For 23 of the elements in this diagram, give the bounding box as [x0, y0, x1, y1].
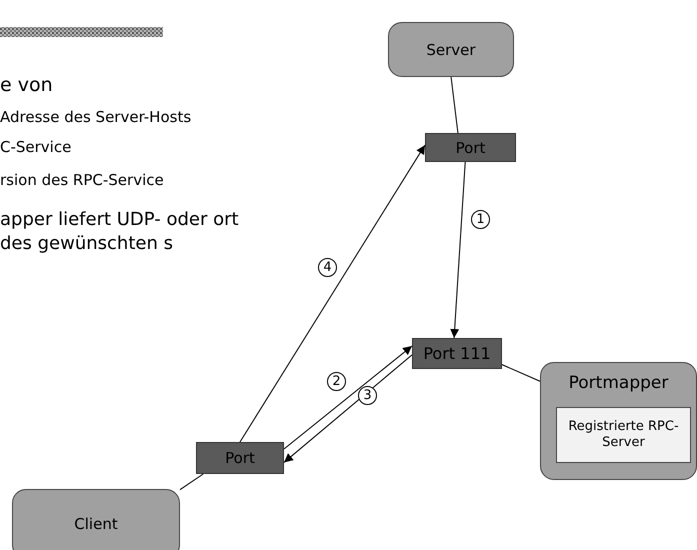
- text-line: Adresse des Server-Hosts: [0, 108, 192, 126]
- arrow: [450, 162, 466, 338]
- arrow: [239, 144, 426, 442]
- portmapper-box: Portmapper Registrierte RPC-Server: [540, 362, 697, 480]
- text-line: e von: [0, 74, 53, 96]
- step-number: 2: [327, 372, 346, 391]
- step-number: 3: [358, 386, 377, 405]
- arrow: [284, 345, 412, 450]
- paragraph: apper liefert UDP- oder ort des gewünschten s: [0, 208, 240, 256]
- port-box: Port: [196, 442, 284, 474]
- text-line: rsion des RPC-Service: [0, 171, 164, 189]
- arrow: [284, 354, 412, 463]
- connector-line: [180, 474, 204, 490]
- text-line: C-Service: [0, 138, 72, 156]
- connector-line: [450, 76, 458, 134]
- client-box: Client: [12, 489, 180, 550]
- port-box: Port 111: [412, 338, 502, 369]
- step-number: 1: [471, 210, 490, 229]
- step-number: 4: [318, 258, 337, 277]
- server-box: Server: [388, 22, 514, 77]
- registry-box: Registrierte RPC-Server: [556, 407, 691, 463]
- port-box: Port: [425, 133, 516, 162]
- connector-line: [502, 364, 540, 382]
